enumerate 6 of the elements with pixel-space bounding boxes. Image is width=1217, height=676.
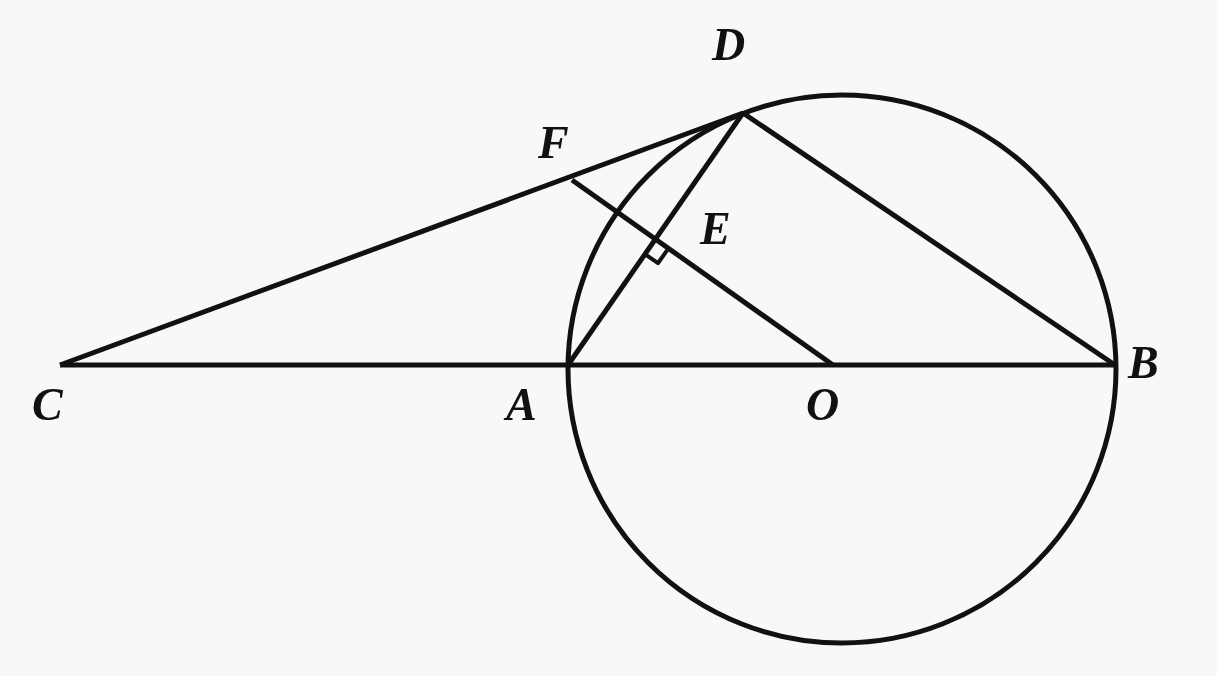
point-label: E [700, 206, 731, 252]
point-label: C [32, 382, 63, 428]
point-label: B [1128, 340, 1159, 386]
point-label: D [712, 22, 746, 68]
point-label: F [538, 120, 569, 166]
point-label: O [806, 382, 840, 428]
